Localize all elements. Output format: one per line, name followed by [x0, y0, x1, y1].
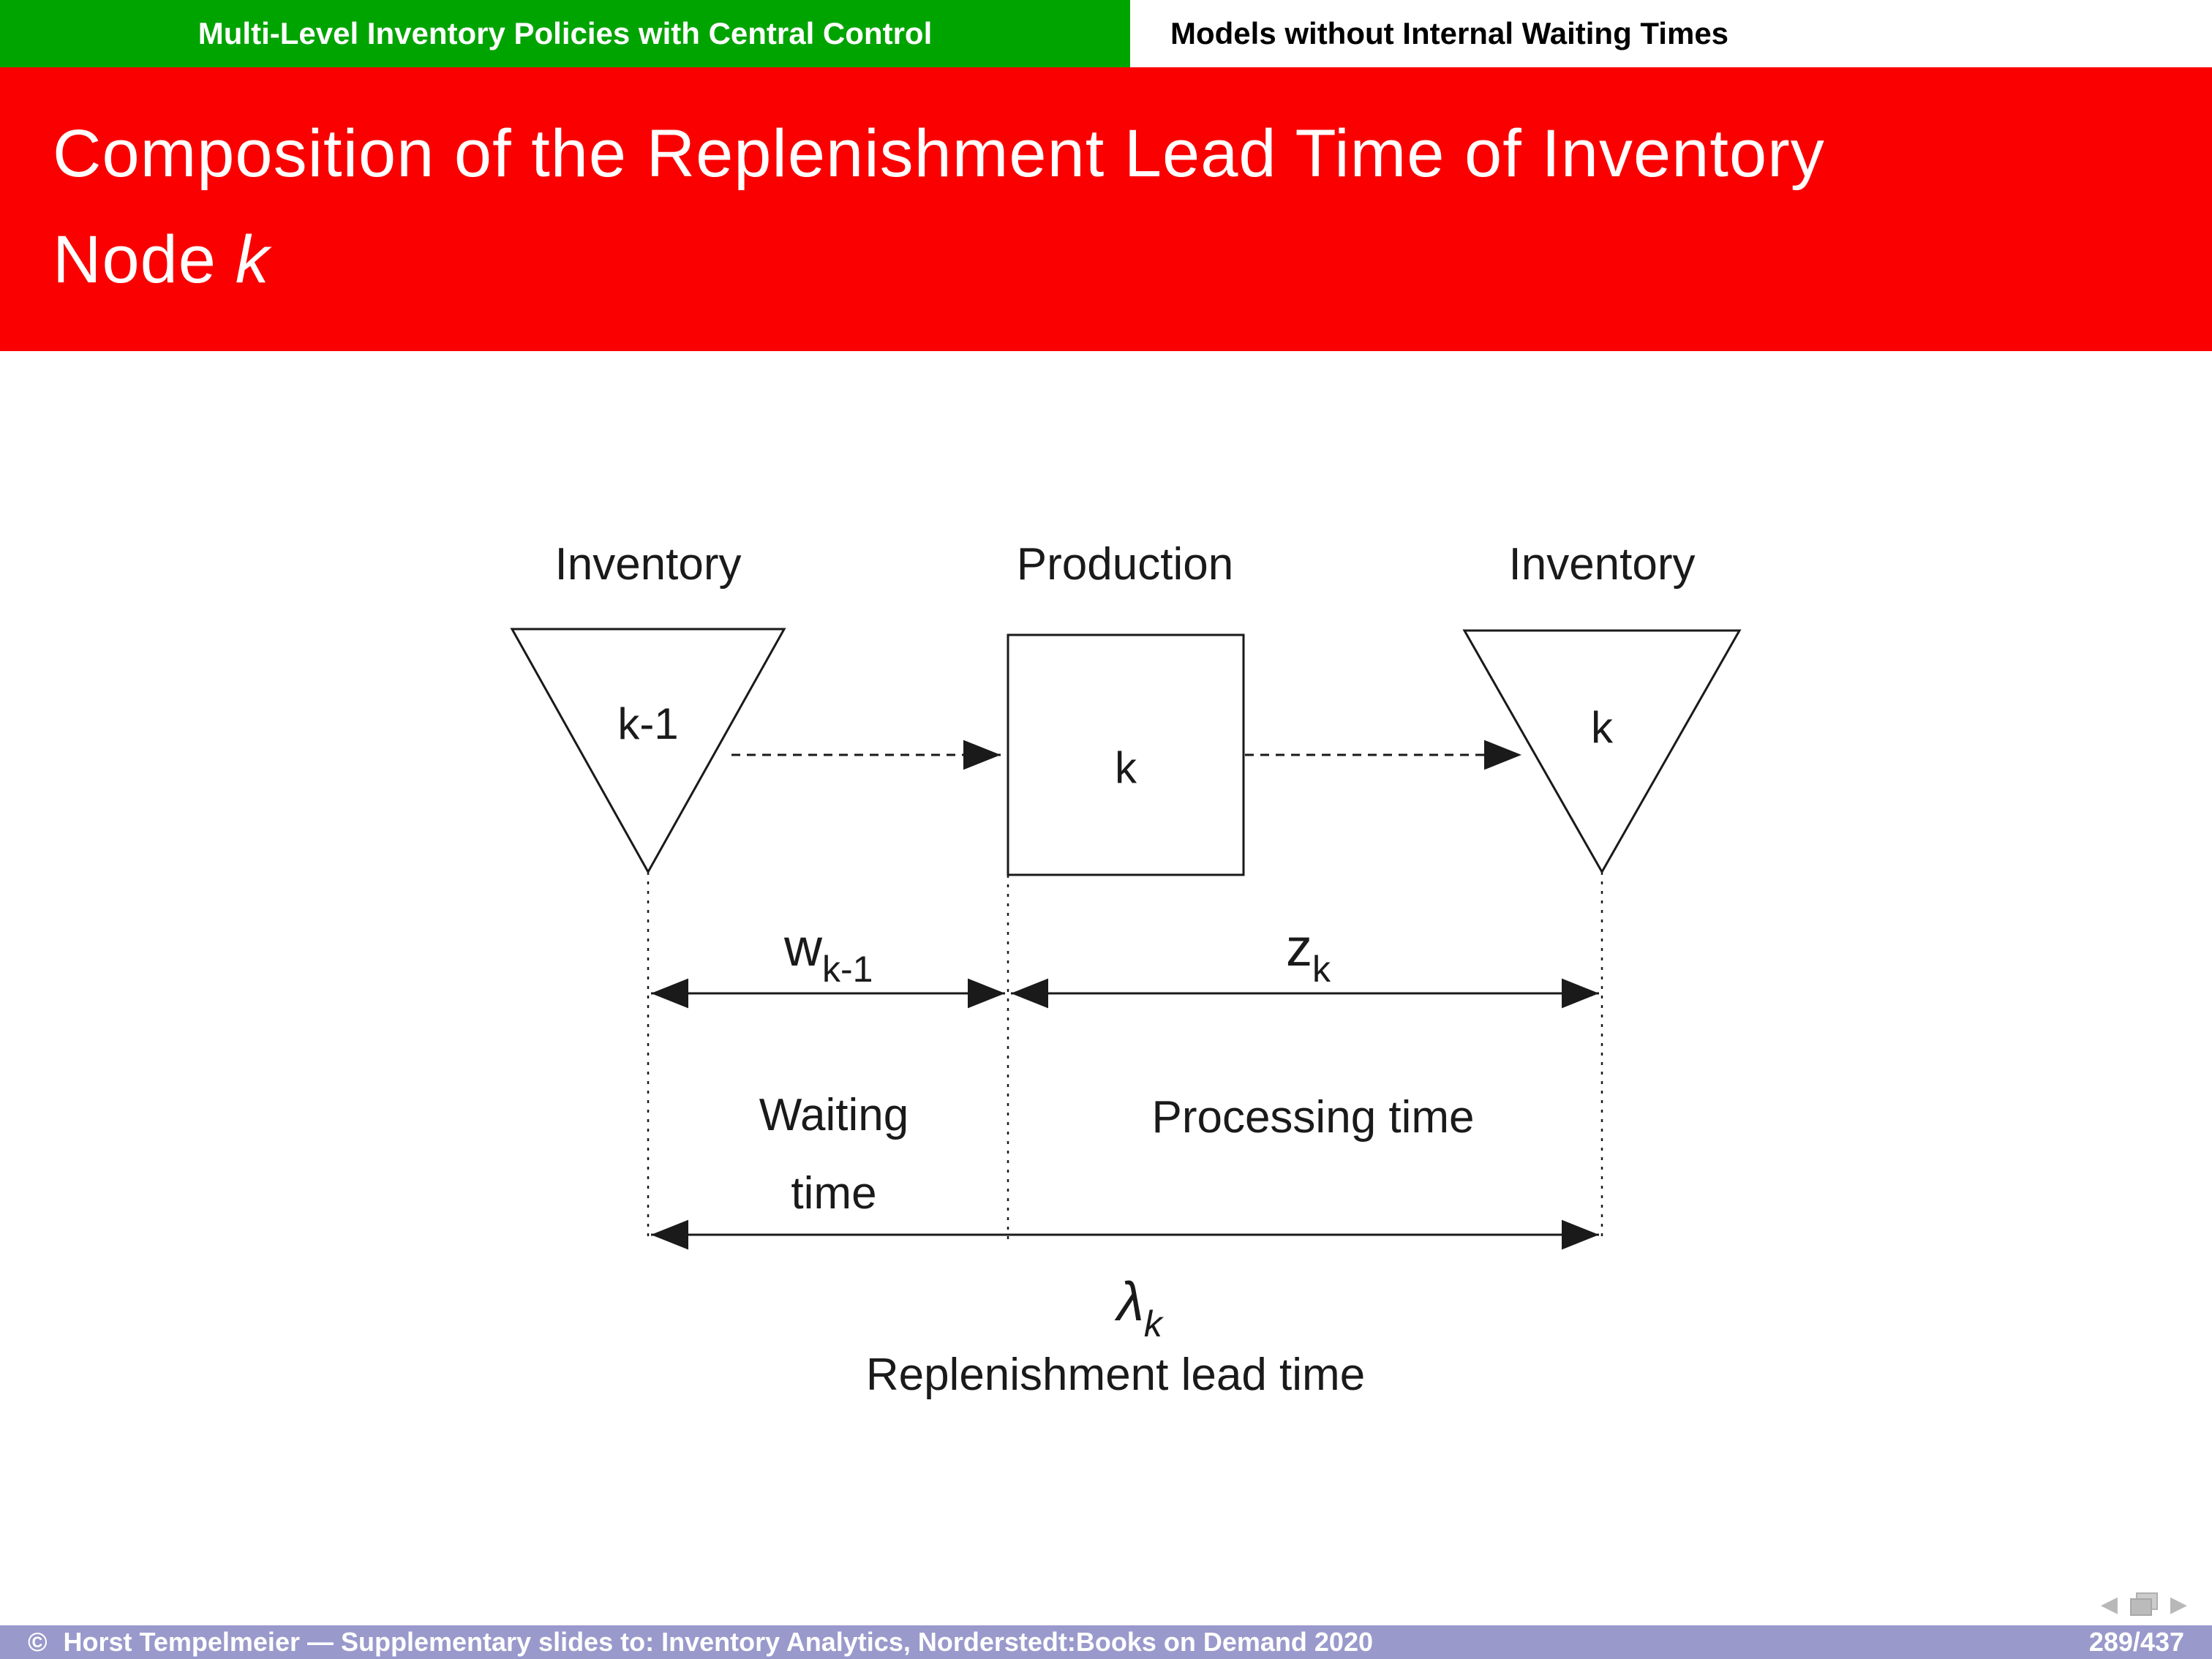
label-inventory-upstream: Inventory: [554, 539, 741, 590]
frame-title: Composition of the Replenishment Lead Ti…: [53, 101, 2159, 314]
navigation-symbols: ◀ ▶: [2101, 1592, 2187, 1618]
upstream-inventory-triangle: [510, 628, 786, 875]
waiting-time-symbol: wk-1: [783, 919, 873, 990]
nav-frames-icon[interactable]: [2128, 1592, 2160, 1618]
header-left-text: Multi-Level Inventory Policies with Cent…: [198, 16, 933, 50]
footer-credit-text: Horst Tempelmeier — Supplementary slides…: [63, 1627, 1373, 1657]
frame-title-line1: Composition of the Replenishment Lead Ti…: [53, 116, 1825, 191]
nav-back-icon[interactable]: ◀: [2100, 1592, 2118, 1617]
frame-title-line2: Node: [53, 222, 217, 298]
processing-time-symbol: zk: [1286, 919, 1331, 990]
downstream-node-label: k: [1591, 703, 1614, 752]
production-box: [1007, 633, 1245, 876]
diagram: Inventory Production Inventory k-1 k k w…: [510, 539, 1742, 1400]
lead-time-label: Replenishment lead time: [866, 1350, 1365, 1400]
title-banner: Composition of the Replenishment Lead Ti…: [0, 67, 2212, 351]
upstream-node-label: k-1: [617, 699, 678, 748]
nav-forward-icon[interactable]: ▶: [2170, 1592, 2187, 1617]
header-right-text: Models without Internal Waiting Times: [1170, 16, 1729, 50]
label-production: Production: [1017, 539, 1233, 590]
header-section-left: Multi-Level Inventory Policies with Cent…: [0, 0, 1130, 67]
downstream-inventory-triangle: [1462, 629, 1742, 875]
lead-time-symbol: λk: [1114, 1271, 1165, 1344]
page-indicator: 289/437: [2088, 1627, 2184, 1657]
footer-bar: © Horst Tempelmeier — Supplementary slid…: [0, 1625, 2212, 1659]
header-section-right: Models without Internal Waiting Times: [1130, 0, 2212, 67]
waiting-time-label-line2: time: [791, 1168, 876, 1219]
waiting-time-label-line1: Waiting: [759, 1090, 908, 1140]
frame-title-math-k: k: [235, 222, 270, 298]
processing-time-label: Processing time: [1151, 1092, 1474, 1143]
header-bar: Multi-Level Inventory Policies with Cent…: [0, 0, 2212, 67]
copyright-icon: ©: [28, 1627, 48, 1657]
production-node-label: k: [1115, 743, 1137, 792]
label-inventory-downstream: Inventory: [1508, 539, 1695, 590]
